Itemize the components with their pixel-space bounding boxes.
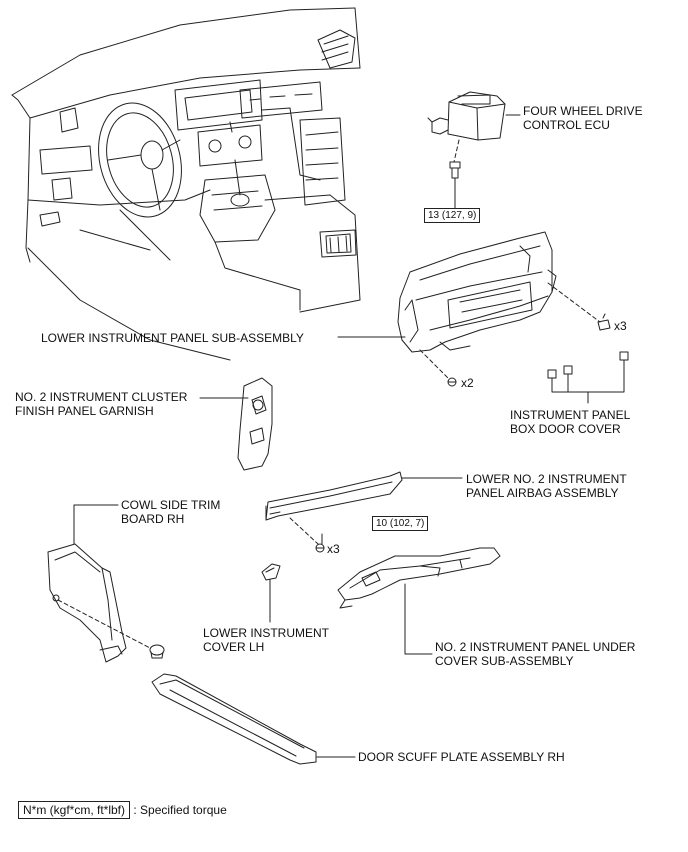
torque-box-airbag-bolt: 10 (102, 7) (372, 516, 429, 531)
cluster-finish-panel-garnish-part (237, 377, 273, 471)
cowl-side-trim-board-part (47, 543, 127, 663)
lower-instrument-cover-lh-part (261, 563, 281, 581)
qty-airbag-bolts: x3 (327, 542, 340, 556)
ecu-bolt-dashed-line (453, 139, 460, 163)
label-lower-instrument-panel: LOWER INSTRUMENT PANEL SUB-ASSEMBLY (41, 331, 304, 345)
label-door-scuff-plate: DOOR SCUFF PLATE ASSEMBLY RH (358, 750, 565, 764)
door-scuff-plate-part (151, 673, 317, 765)
legend-description: : Specified torque (133, 803, 227, 817)
four-wheel-drive-ecu-part (427, 91, 506, 141)
lower-instrument-panel-part (397, 231, 557, 353)
panel-bolt-dashed-line (419, 349, 449, 379)
label-cowl-side-trim-board: COWL SIDE TRIM BOARD RH (121, 498, 221, 526)
label-under-cover: NO. 2 INSTRUMENT PANEL UNDER COVER SUB-A… (435, 640, 636, 668)
panel-clip-dashed-line (547, 282, 601, 323)
label-lower-instrument-cover-lh: LOWER INSTRUMENT COVER LH (203, 626, 329, 654)
legend-unit-box: N*m (kgf*cm, ft*lbf) (18, 801, 131, 819)
ecu-bolt-part (449, 161, 461, 209)
label-four-wheel-drive-ecu: FOUR WHEEL DRIVE CONTROL ECU (523, 104, 643, 132)
label-airbag-assembly: LOWER NO. 2 INSTRUMENT PANEL AIRBAG ASSE… (466, 472, 627, 500)
label-box-door-cover: INSTRUMENT PANEL BOX DOOR COVER (510, 408, 631, 436)
airbag-bolt-dashed-line (289, 517, 319, 545)
dashboard-overview-illustration (11, 7, 361, 361)
cowl-clip-dashed-line (57, 599, 151, 649)
qty-panel-right-clips: x3 (614, 319, 627, 333)
qty-panel-bottom-bolt: x2 (461, 376, 474, 390)
cowl-leader-line (73, 504, 119, 545)
box-door-cover-clips (547, 351, 629, 404)
label-cluster-finish-panel-garnish: NO. 2 INSTRUMENT CLUSTER FINISH PANEL GA… (15, 390, 188, 418)
airbag-bolt-part (315, 533, 325, 553)
torque-legend: N*m (kgf*cm, ft*lbf) : Specified torque (18, 801, 227, 819)
torque-box-ecu-bolt: 13 (127, 9) (424, 208, 481, 223)
under-cover-part (337, 547, 501, 609)
under-cover-leader-line (404, 583, 433, 655)
airbag-assembly-part (265, 471, 403, 521)
cowl-clip-part (149, 644, 165, 659)
panel-bottom-bolt (447, 377, 457, 387)
panel-right-clip (597, 313, 611, 331)
